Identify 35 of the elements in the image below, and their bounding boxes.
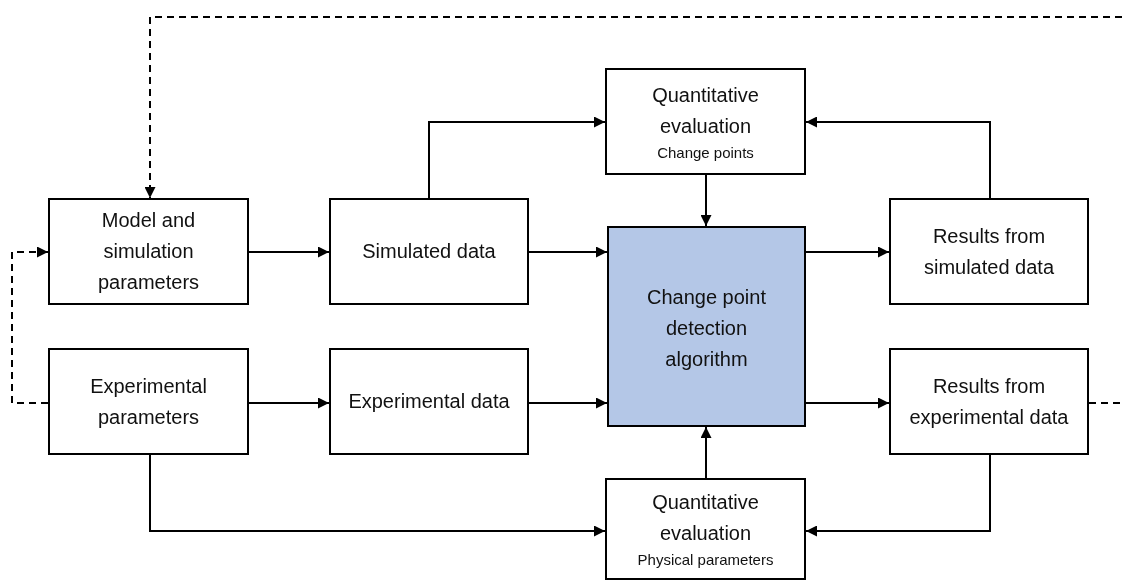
arrow xyxy=(805,246,890,258)
data-box xyxy=(329,198,529,305)
evaluation-box xyxy=(605,478,806,580)
arrow xyxy=(248,397,330,409)
arrow xyxy=(248,246,330,258)
arrow xyxy=(528,246,608,258)
results-box xyxy=(889,198,1089,305)
node-label: Model and simulation parameters xyxy=(96,208,201,295)
node-label: Change point detection algorithm xyxy=(646,285,767,372)
arrow xyxy=(428,116,606,199)
results-box xyxy=(889,348,1089,455)
node-sublabel: Change points xyxy=(657,142,754,163)
node-label: Experimental data xyxy=(348,389,510,414)
arrow xyxy=(805,116,991,199)
dashed-arrow xyxy=(11,246,49,404)
node-label: Results from experimental data xyxy=(908,373,1070,430)
evaluation-box xyxy=(605,68,806,175)
algorithm-box xyxy=(607,226,806,427)
node-label: Results from simulated data xyxy=(922,223,1056,280)
data-box xyxy=(329,348,529,455)
dashed-line xyxy=(1088,402,1122,404)
node-sublabel: Physical parameters xyxy=(637,550,774,570)
dashed-arrow xyxy=(144,16,1122,199)
process-box xyxy=(48,348,249,455)
arrow xyxy=(805,397,890,409)
node-label: Quantitative evaluation xyxy=(651,490,760,546)
arrow xyxy=(528,397,608,409)
arrow xyxy=(149,454,606,537)
arrow xyxy=(805,454,991,537)
arrow xyxy=(700,174,712,227)
node-label: Simulated data xyxy=(362,239,496,264)
process-box xyxy=(48,198,249,305)
arrow xyxy=(700,426,712,479)
node-label: Quantitative evaluation xyxy=(651,82,760,139)
node-label: Experimental parameters xyxy=(89,373,208,430)
